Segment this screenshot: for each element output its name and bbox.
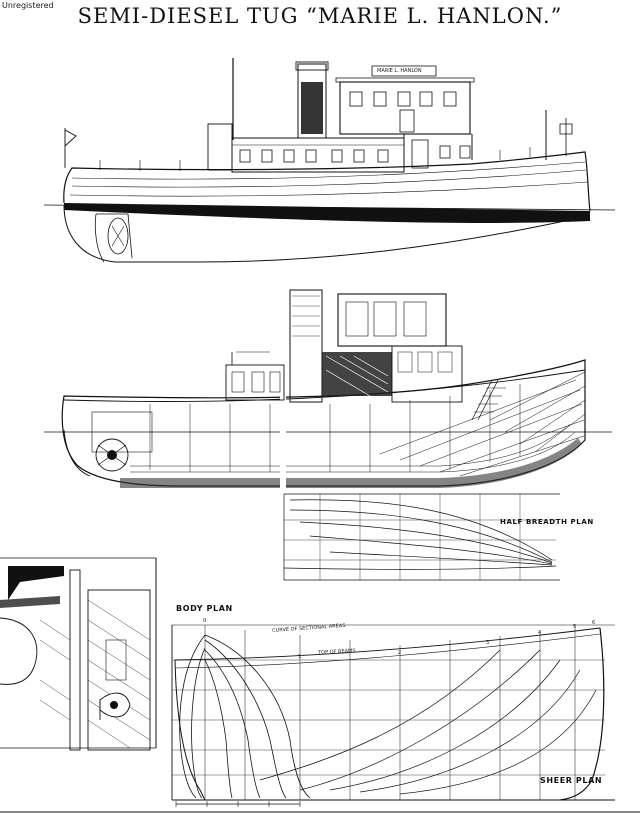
- inboard-profile: [44, 285, 612, 492]
- body-plan-label: BODY PLAN: [176, 604, 233, 613]
- half-breadth-plan-label: HALF BREADTH PLAN: [500, 518, 594, 526]
- page-title: SEMI-DIESEL TUG “MARIE L. HANLON.”: [77, 4, 563, 28]
- station-label-5: 5: [573, 624, 577, 630]
- station-label-2: 2: [398, 650, 402, 656]
- lines-plan: [171, 624, 615, 807]
- stern-detail: [0, 557, 157, 751]
- nameboard-text: MARIE L. HANLON: [377, 68, 422, 74]
- station-label-6: 6: [592, 620, 596, 626]
- station-label-3: 3: [486, 640, 490, 646]
- unregistered-watermark: Unregistered: [2, 1, 54, 10]
- station-label-4: 4: [538, 630, 542, 636]
- sheer-plan-label: SHEER PLAN: [540, 776, 603, 785]
- station-label-0: 0: [203, 618, 207, 624]
- station-label-1: 1: [298, 654, 302, 660]
- half-breadth-plan: [283, 493, 560, 581]
- outboard-profile: [43, 58, 616, 263]
